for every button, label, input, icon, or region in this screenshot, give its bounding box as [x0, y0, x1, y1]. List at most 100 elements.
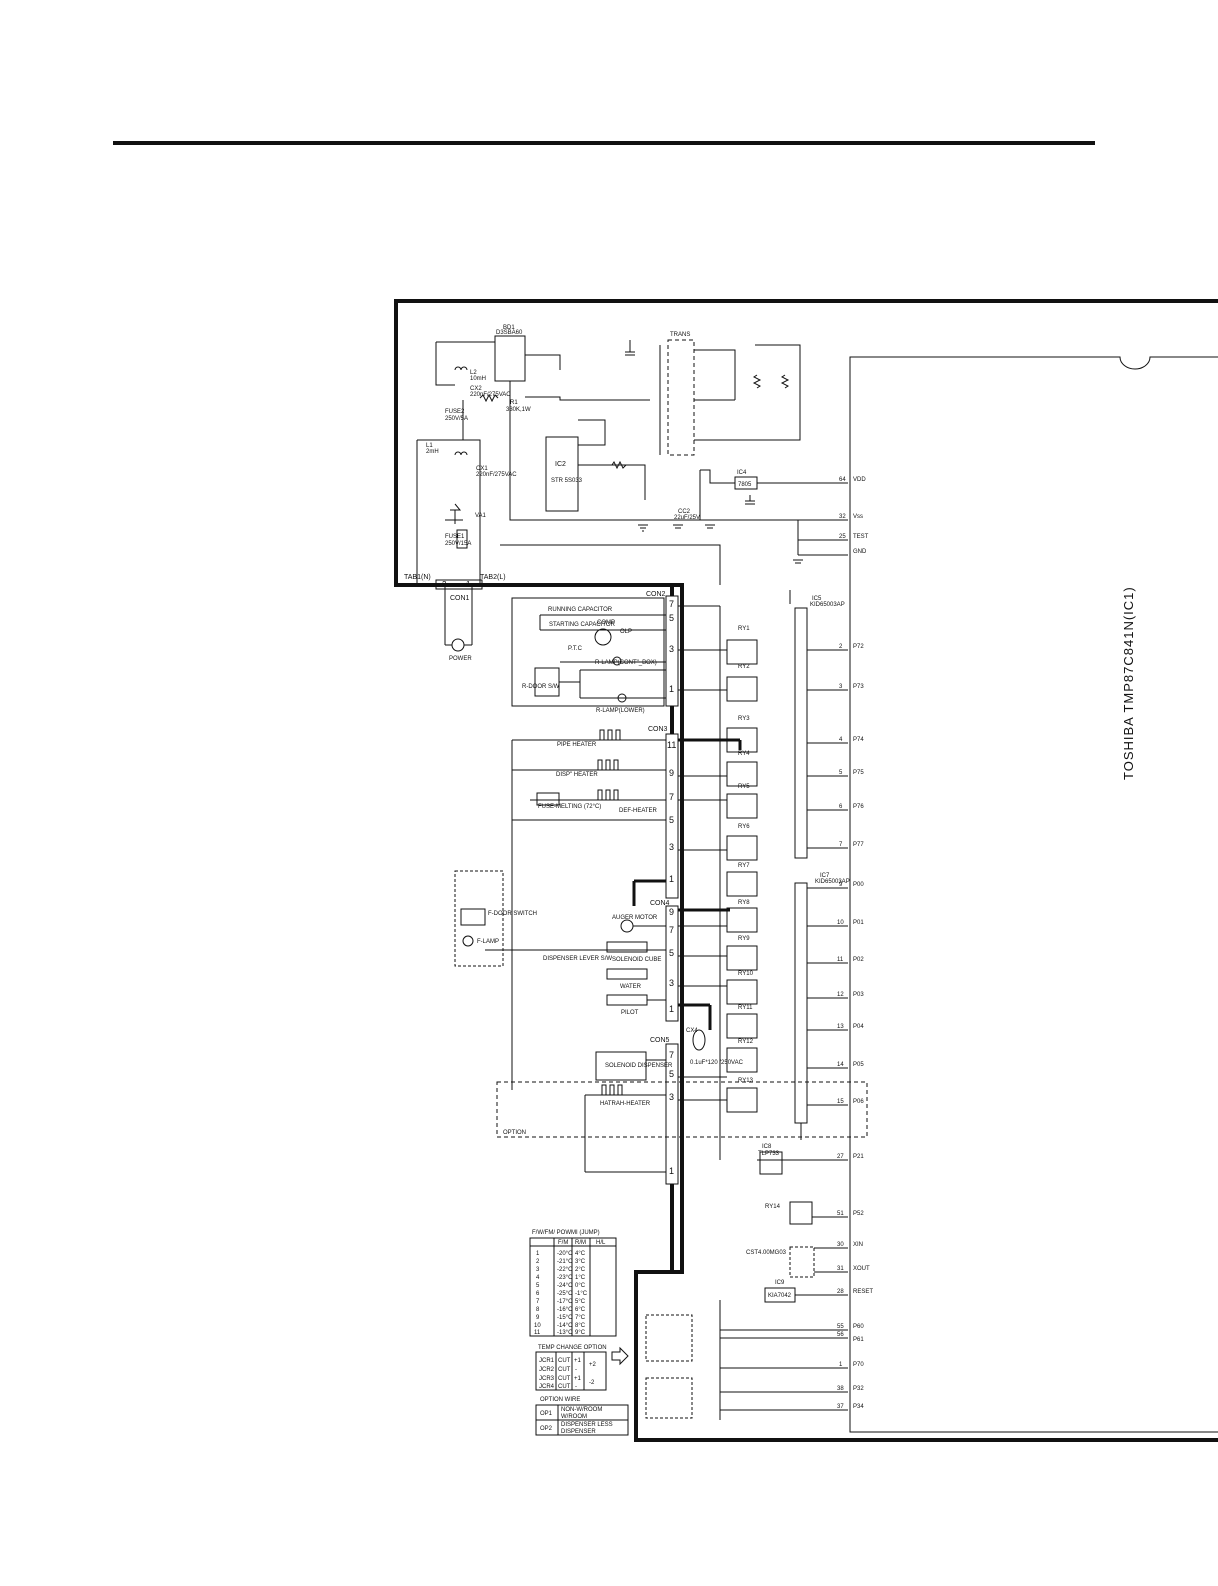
ic9-part: KIA7042 — [768, 1293, 792, 1299]
ic1-pins: 64 VDD 32 Vss 25 TEST GND 2 P72 3 P73 4 … — [837, 477, 873, 1410]
ic-pin-num: 12 — [837, 992, 844, 998]
dispenser-lever-label: DISPENSER LEVER S/W — [543, 956, 612, 962]
ic4-label: IC4 — [737, 470, 747, 476]
table1-head-rm: R/M — [575, 1240, 586, 1246]
relay-ry12: RY12 — [738, 1039, 754, 1045]
ic-pin-num: 38 — [837, 1386, 844, 1392]
table-cell: -24°C — [557, 1283, 573, 1289]
con4-pin-9: 9 — [669, 907, 674, 917]
ic-pin-name: P00 — [853, 882, 864, 888]
table-cell: 9°C — [575, 1330, 586, 1336]
ic-pin-name: P60 — [853, 1324, 864, 1330]
ic-pin-name: VDD — [853, 477, 866, 483]
ic-pin-name: RESET — [853, 1289, 873, 1295]
cx1-value: 220nF/275VAC — [476, 472, 517, 478]
table-row: 3 — [536, 1267, 540, 1273]
table-cell: CUT — [558, 1384, 571, 1390]
table-row: JCR2 — [539, 1367, 555, 1373]
ic-pin-name: P70 — [853, 1362, 864, 1368]
r1-label: R1 — [510, 400, 518, 406]
relay-ry8: RY8 — [738, 900, 750, 906]
table-cell: DISPENSER — [561, 1429, 596, 1435]
tab1-label: TAB1(N) — [404, 574, 431, 581]
ptc-label: P.T.C — [568, 646, 583, 652]
table-row: 10 — [534, 1323, 541, 1329]
ic-pin-num: 3 — [839, 684, 843, 690]
con2-pin-7: 7 — [669, 599, 674, 609]
r-door-label: R-DOOR S/W — [522, 684, 560, 690]
ic8-part: TLP733 — [758, 1151, 780, 1157]
table-cell: -2 — [589, 1380, 595, 1386]
starting-cap-label: STARTING CAPACITOR — [549, 622, 616, 628]
ic-pin-name: P05 — [853, 1062, 864, 1068]
relay-ry4: RY4 — [738, 751, 750, 757]
table-cell: +1 — [574, 1358, 582, 1364]
ic-pin-name: P73 — [853, 684, 864, 690]
con4-label: CON4 — [650, 900, 670, 907]
ic-pin-name: P76 — [853, 804, 864, 810]
tab2-label: TAB2(L) — [480, 574, 506, 581]
relay-ry10: RY10 — [738, 971, 754, 977]
disp-heater-label: DISP" HEATER — [556, 772, 598, 778]
r1-value: 330K,1W — [506, 407, 531, 413]
table-cell: 1°C — [575, 1275, 586, 1281]
ic-pin-name: XOUT — [853, 1266, 870, 1272]
water-label: WATER — [620, 984, 642, 990]
relay-ry1: RY1 — [738, 626, 750, 632]
ic-pin-name: P06 — [853, 1099, 864, 1105]
ic-pin-num: 9 — [839, 882, 843, 888]
ic5-label: IC5 — [812, 596, 822, 602]
ic-pin-name: P32 — [853, 1386, 864, 1392]
ic-pin-name: P77 — [853, 842, 864, 848]
cx2-value: 220nF/275VAC — [470, 392, 511, 398]
var-label: VA1 — [475, 513, 487, 519]
table-cell: 4°C — [575, 1251, 586, 1257]
ic7-label: IC7 — [820, 873, 830, 879]
table3-title: OPTION WIRE — [540, 1397, 580, 1403]
solenoid-dispenser-label: SOLENOID DISPENSER — [605, 1063, 673, 1069]
con3-pin-9: 9 — [669, 768, 674, 778]
ic-pin-num: 10 — [837, 920, 844, 926]
table-cell: -22°C — [557, 1267, 573, 1273]
table-row: 8 — [536, 1307, 540, 1313]
power-supply — [416, 335, 848, 652]
ic-pin-num: 7 — [839, 842, 843, 848]
con5-pin-3: 3 — [669, 1092, 674, 1102]
table-cell: CUT — [558, 1376, 571, 1382]
relay-ry5: RY5 — [738, 784, 750, 790]
ic-pin-name: P04 — [853, 1024, 864, 1030]
ic5-part: KID65003AP — [810, 602, 845, 608]
table-cell: -21°C — [557, 1259, 573, 1265]
table-row: 9 — [536, 1315, 540, 1321]
ic9-label: IC9 — [775, 1280, 785, 1286]
def-heater-label: DEF-HEATER — [619, 808, 658, 814]
relay-ry7: RY7 — [738, 863, 750, 869]
table-cell: NON-W/ROOM — [561, 1407, 602, 1413]
r-lamp-lower-label: R-LAMP(LOWER) — [596, 708, 645, 714]
osc-part: CST4.00MG03 — [746, 1250, 787, 1256]
auger-motor-label: AUGER MOTOR — [612, 915, 658, 921]
table-cell: -1°C — [575, 1291, 588, 1297]
temperature-table — [529, 1237, 617, 1337]
con3-pin-7: 7 — [669, 792, 674, 802]
ry14-label: RY14 — [765, 1204, 781, 1210]
con4-pin-5: 5 — [669, 948, 674, 958]
connector-strip — [665, 585, 679, 1272]
ic-pin-name: P74 — [853, 737, 864, 743]
f-door-label: F-DOOR SWITCH — [488, 911, 537, 917]
table-cell: CUT — [558, 1367, 571, 1373]
table-row: 6 — [536, 1291, 540, 1297]
ic-pin-num: 56 — [837, 1332, 844, 1338]
ic-pin-name: P72 — [853, 644, 864, 650]
con1-block — [435, 579, 483, 590]
table1-body: 1 -20°C 4°C 2 -21°C 3°C 3 -22°C 2°C 4 -2… — [534, 1251, 588, 1336]
table2-title: TEMP CHANGE OPTION — [538, 1345, 607, 1351]
table-cell: -17°C — [557, 1299, 573, 1305]
con3-pin-11: 11 — [667, 740, 676, 750]
ic-pin-name: P03 — [853, 992, 864, 998]
ic-pin-num: 51 — [837, 1211, 844, 1217]
table-cell: - — [575, 1367, 577, 1373]
l1-value: 2mH — [426, 449, 439, 455]
ic8-label: IC8 — [762, 1144, 772, 1150]
con5-label: CON5 — [650, 1037, 670, 1044]
